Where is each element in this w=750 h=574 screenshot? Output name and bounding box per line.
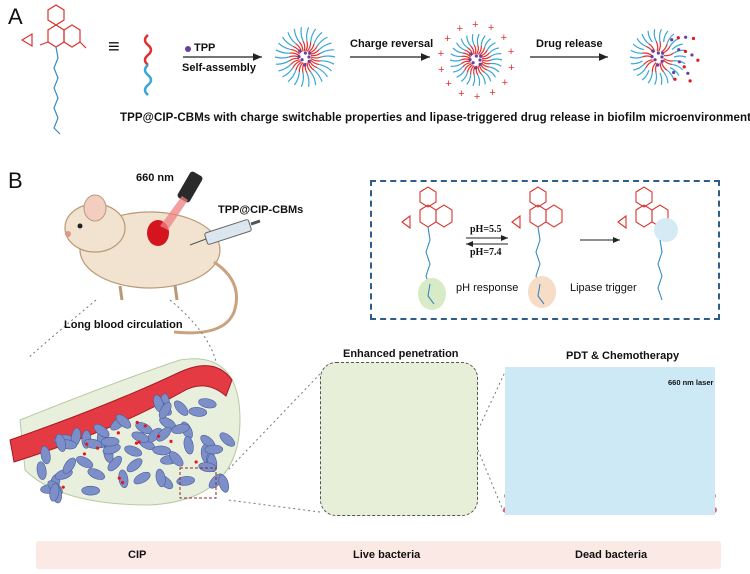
self-assembly-label: Self-assembly [182,62,256,74]
molecule-lipase-cleaved [617,186,678,301]
laser-pointer-icon [160,171,203,230]
molecule-neutral [401,186,453,310]
equivalence-symbol: ≡ [108,36,120,58]
laser-label: 660 nm laser [668,378,714,387]
svg-text:+: + [501,32,507,44]
cip-legend-label: CIP [128,549,147,561]
therapy-title: PDT & Chemotherapy [566,350,680,362]
micelle-self-assembled [274,26,336,88]
pdt-panel-background [505,367,715,515]
molecule-charged [511,186,563,308]
penetration-tile [320,362,478,516]
svg-text:+: + [502,77,508,89]
svg-text:+: + [489,87,495,99]
svg-text:+: + [444,33,450,45]
panel-a-letter: A [8,4,23,29]
charge-reversal-label: Charge reversal [350,38,434,50]
mouse-illustration [64,194,238,335]
dead-bacteria-legend-label: Dead bacteria [575,549,648,561]
legend-bar [36,541,721,569]
light-wavelength-label: 660 nm [136,172,174,184]
syringe-icon [189,219,261,246]
micelle-drug-release [629,28,700,86]
ph-switch-box [370,180,720,320]
circulation-label: Long blood circulation [64,319,183,331]
ph-5-5-label: pH=5.5 [470,224,502,235]
svg-text:+: + [438,64,444,76]
svg-text:+: + [488,22,494,34]
tpp-dot-icon [185,46,191,52]
tpp-label: TPP [194,42,216,54]
svg-text:+: + [445,78,451,90]
svg-text:+: + [508,46,514,58]
svg-text:+: + [474,91,480,103]
ph-response-label: pH response [456,282,519,294]
biofilm-bacteria-cluster [36,393,235,504]
micelle-charge-reversed: ++++++++++++++ [438,19,515,103]
injection-label: TPP@CIP-CBMs [218,204,304,216]
cip-molecule-structure-a [20,4,87,135]
lipase-trigger-label: Lipase trigger [570,282,637,294]
svg-text:+: + [438,48,444,60]
drug-release-label: Drug release [536,38,603,50]
live-bacteria-legend-label: Live bacteria [353,549,421,561]
panel-a-caption: TPP@CIP-CBMs with charge switchable prop… [120,112,750,124]
ph-7-4-label: pH=7.4 [470,247,502,258]
svg-text:+: + [458,88,464,100]
amphiphile-chain-icon [143,34,153,96]
penetration-title: Enhanced penetration [343,348,459,360]
svg-text:+: + [457,23,463,35]
panel-b-letter: B [8,168,23,193]
svg-text:+: + [508,62,514,74]
svg-text:+: + [472,19,478,31]
